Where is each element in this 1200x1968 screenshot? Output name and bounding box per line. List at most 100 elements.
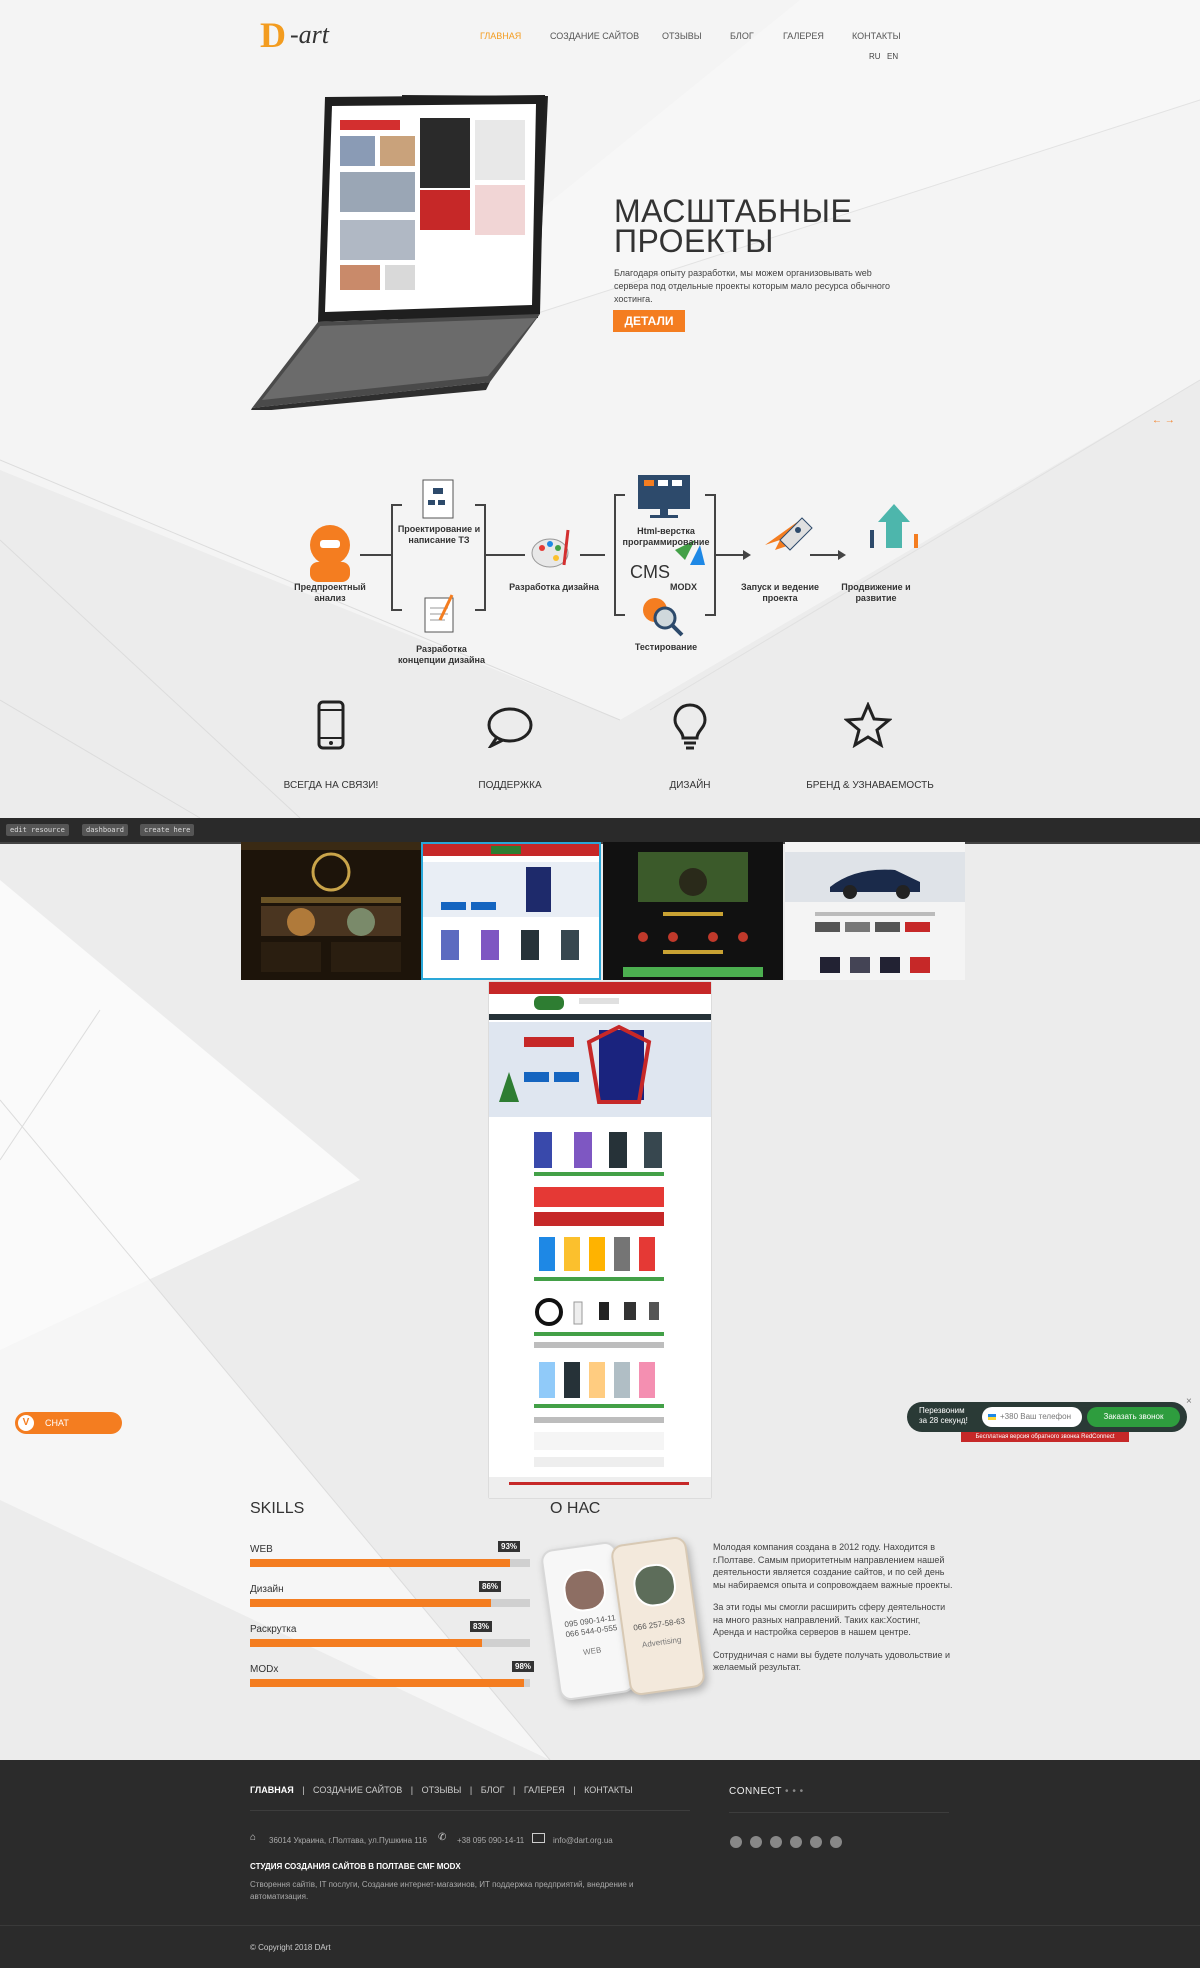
connect-dots-icon: • • • — [785, 1786, 804, 1797]
chat-logo-icon: V — [18, 1415, 34, 1431]
step-promotion-label: Продвижение и развитие — [841, 582, 911, 603]
callback-phone-input[interactable]: +380 Ваш телефон — [982, 1407, 1082, 1427]
step-coding-label: Html-верстка программирование — [622, 526, 710, 547]
chat-button[interactable]: V CHAT — [15, 1412, 122, 1434]
lightbulb-icon — [673, 703, 707, 750]
footer-bottom-divider — [0, 1925, 1200, 1926]
phone-icon — [317, 700, 345, 750]
skill-bar — [250, 1639, 530, 1647]
nav-item-reviews[interactable]: ОТЗЫВЫ — [662, 31, 702, 41]
footer-nav-separator: | — [302, 1785, 305, 1795]
facebook-icon[interactable] — [770, 1836, 782, 1848]
spec-icon — [422, 479, 454, 519]
gallery-thumb-3[interactable] — [603, 842, 783, 980]
step-spec-label: Проектирование и написание ТЗ — [397, 524, 481, 545]
about-paragraph-3: Сотрудничая с нами вы будете получать уд… — [713, 1649, 951, 1673]
skill-percent: 83% — [470, 1621, 493, 1632]
nav-item-blog[interactable]: БЛОГ — [730, 31, 754, 41]
skills-title: SKILLS — [250, 1500, 305, 1517]
modx-logo-icon — [675, 540, 705, 565]
avatar — [630, 1561, 679, 1609]
chat-bubble-icon — [487, 707, 533, 748]
create-here-button[interactable]: create here — [140, 824, 195, 836]
footer-email[interactable]: info@dart.org.ua — [553, 1836, 613, 1845]
callback-text-line1: Перезвоним — [919, 1406, 965, 1415]
edit-resource-button[interactable]: edit resource — [6, 824, 69, 836]
footer — [0, 1760, 1200, 1968]
vk-icon[interactable] — [790, 1836, 802, 1848]
footer-nav-sites[interactable]: СОЗДАНИЕ САЙТОВ — [313, 1785, 403, 1795]
monitor-icon — [638, 475, 690, 518]
callback-order-button[interactable]: Заказать звонок — [1087, 1407, 1180, 1427]
footer-nav-separator: | — [469, 1785, 473, 1795]
gallery-preview-large — [489, 982, 711, 1498]
logo[interactable]: D -art — [260, 14, 380, 58]
cms-label: CMS — [630, 562, 670, 582]
footer-studio-text: Створення сайтів, IT послуги, Создание и… — [250, 1880, 634, 1901]
skill-bar-fill — [250, 1679, 525, 1687]
callback-text-line2: за 28 секунд! — [919, 1416, 968, 1425]
google-plus-icon[interactable] — [730, 1836, 742, 1848]
skill-label: MODx — [250, 1664, 279, 1675]
callback-phone-placeholder: +380 Ваш телефон — [1000, 1412, 1071, 1421]
feature-support-label: ПОДДЕРЖКА — [478, 780, 542, 791]
about-paragraph-1: Молодая компания создана в 2012 году. На… — [713, 1542, 953, 1590]
footer-nav-gallery[interactable]: ГАЛЕРЕЯ — [523, 1785, 565, 1795]
thumb-2-image — [423, 844, 599, 978]
feature-brand-label: БРЕНД & УЗНАВАЕМОСТЬ — [806, 780, 934, 791]
phone-advertising-number: 066 257-58-63 — [632, 1616, 686, 1633]
hero-title-line2: ПРОЕКТЫ — [614, 223, 774, 259]
callback-notice[interactable]: Бесплатная версия обратного звонка RedCo… — [961, 1432, 1129, 1442]
skill-percent: 93% — [498, 1541, 521, 1552]
thumb-3-image — [603, 842, 783, 980]
phone-web-role: WEB — [582, 1645, 602, 1657]
concept-icon — [424, 594, 454, 633]
nav-item-contacts[interactable]: КОНТАКТЫ — [852, 31, 901, 41]
skill-bar-fill — [250, 1639, 483, 1647]
nav-item-home[interactable]: ГЛАВНАЯ — [480, 31, 522, 41]
nav-item-gallery[interactable]: ГАЛЕРЕЯ — [783, 31, 824, 41]
hero-title: МАСШТАБНЫЕ ПРОЕКТЫ — [614, 193, 914, 259]
footer-nav-home[interactable]: ГЛАВНАЯ — [250, 1785, 294, 1795]
vimeo-icon[interactable] — [750, 1836, 762, 1848]
footer-nav-reviews[interactable]: ОТЗЫВЫ — [421, 1785, 462, 1795]
lang-en[interactable]: EN — [887, 52, 899, 61]
about-title: О НАС — [550, 1500, 601, 1517]
skill-bar-fill — [250, 1599, 491, 1607]
callback-widget: Перезвоним за 28 секунд! +380 Ваш телефо… — [907, 1402, 1187, 1432]
nav-item-sites[interactable]: СОЗДАНИЕ САЙТОВ — [550, 31, 640, 41]
skill-bar — [250, 1559, 530, 1567]
skill-percent: 86% — [479, 1581, 502, 1592]
home-icon: ⌂ — [250, 1832, 257, 1843]
lang-ru[interactable]: RU — [869, 52, 881, 61]
footer-nav-blog[interactable]: БЛОГ — [480, 1785, 505, 1795]
growth-arrow-icon — [870, 504, 918, 548]
admin-toolbar: edit resource dashboard create here — [0, 818, 1200, 844]
gallery-thumb-2[interactable] — [421, 842, 601, 980]
thumb-1-image — [241, 842, 421, 980]
phone-receiver-icon: ✆ — [438, 1832, 447, 1843]
callback-close-icon[interactable]: × — [1186, 1396, 1192, 1407]
rocket-icon — [765, 517, 813, 551]
palette-icon — [531, 529, 570, 568]
connect-label: CONNECT — [729, 1786, 782, 1797]
skill-label: WEB — [250, 1544, 273, 1555]
gallery-thumb-1[interactable] — [241, 842, 421, 980]
process-diagram — [310, 475, 918, 637]
thumb-4-image — [785, 842, 965, 980]
slider-arrows[interactable]: ← → — [1152, 415, 1175, 426]
footer-nav-contacts[interactable]: КОНТАКТЫ — [584, 1785, 633, 1795]
gallery-thumb-4[interactable] — [785, 842, 965, 980]
hero-title-line1: МАСШТАБНЫЕ — [614, 193, 853, 229]
skype-icon[interactable] — [830, 1836, 842, 1848]
instagram-icon[interactable] — [810, 1836, 822, 1848]
footer-nav-separator: | — [410, 1785, 414, 1795]
details-button[interactable]: ДЕТАЛИ — [613, 310, 685, 332]
skill-bar-fill — [250, 1559, 511, 1567]
footer-phone[interactable]: +38 095 090-14-11 — [457, 1836, 525, 1845]
envelope-icon — [532, 1833, 545, 1843]
dashboard-button[interactable]: dashboard — [82, 824, 128, 836]
skill-label: Дизайн — [250, 1584, 284, 1595]
skill-bar — [250, 1679, 530, 1687]
about-text: Молодая компания создана в 2012 году. На… — [713, 1541, 953, 1684]
